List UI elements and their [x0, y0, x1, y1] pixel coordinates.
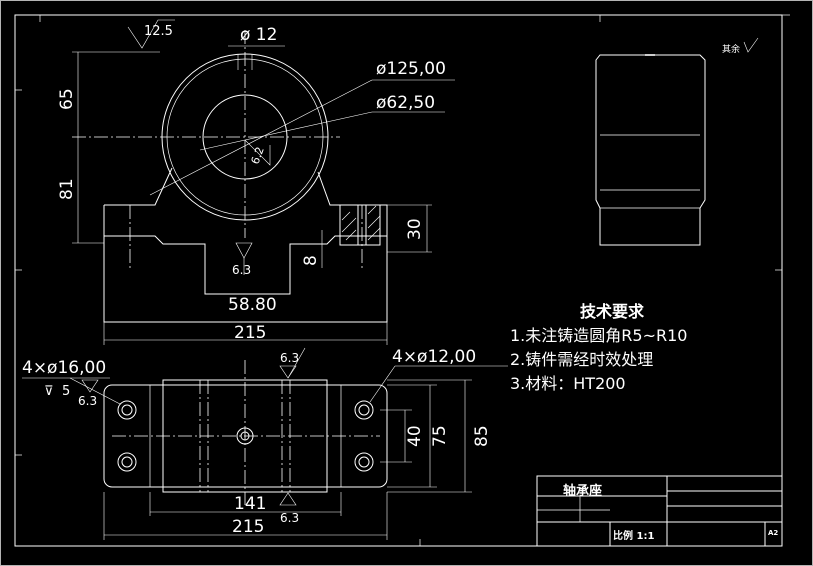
notes-heading: 技术要求	[580, 302, 645, 321]
side-view	[595, 54, 706, 246]
frame-ticks	[15, 14, 790, 546]
dim-81: 81	[57, 178, 77, 200]
note-line-1: 1.未注铸造圆角R5~R10	[510, 326, 688, 345]
dim-hole-top: ø 12	[240, 25, 277, 45]
dim-8: 8	[301, 255, 321, 266]
depth-symbol: ⊽	[44, 384, 54, 399]
dim-outer-dia: ø125,00	[376, 59, 446, 79]
note-line-2: 2.铸件需经时效处理	[510, 350, 654, 369]
dim-rough-63-a: 6.3	[232, 263, 251, 277]
dim-85: 85	[472, 425, 492, 447]
dim-75: 75	[430, 425, 450, 447]
dim-rough-63-d: 6.3	[280, 511, 299, 525]
dim-depth-5: 5	[62, 384, 70, 399]
part-name: 轴承座	[563, 484, 603, 499]
top-view	[22, 347, 508, 540]
dim-215-bottom: 215	[232, 517, 264, 537]
dim-30: 30	[405, 218, 425, 240]
drawing-frame	[14, 14, 783, 547]
dim-141: 141	[234, 494, 266, 514]
note-line-3: 3.材料：HT200	[510, 374, 626, 393]
dim-40: 40	[405, 425, 425, 447]
sheet-label: A2	[768, 529, 779, 537]
dim-slot: 58.80	[228, 295, 277, 315]
title-block	[536, 475, 783, 547]
dim-holes-12: 4×ø12,00	[392, 347, 476, 367]
corner-roughness-mark: 其余	[722, 43, 740, 55]
dim-roughness-top: 12.5	[144, 24, 173, 39]
dim-215-top: 215	[234, 323, 266, 343]
dim-rough-63-b: 6.3	[78, 394, 97, 408]
scale-label: 比例 1:1	[613, 531, 655, 542]
dim-rough-63-c: 6.3	[280, 351, 299, 365]
technical-notes: 技术要求 1.未注铸造圆角R5~R10 2.铸件需经时效处理 3.材料：HT20…	[510, 300, 687, 396]
dim-holes-16: 4×ø16,00	[22, 358, 106, 378]
front-view	[72, 19, 455, 345]
dim-inner-dia: ø62,50	[376, 93, 435, 113]
dim-65: 65	[57, 88, 77, 110]
dim-rough-62: 6.2	[249, 145, 267, 166]
